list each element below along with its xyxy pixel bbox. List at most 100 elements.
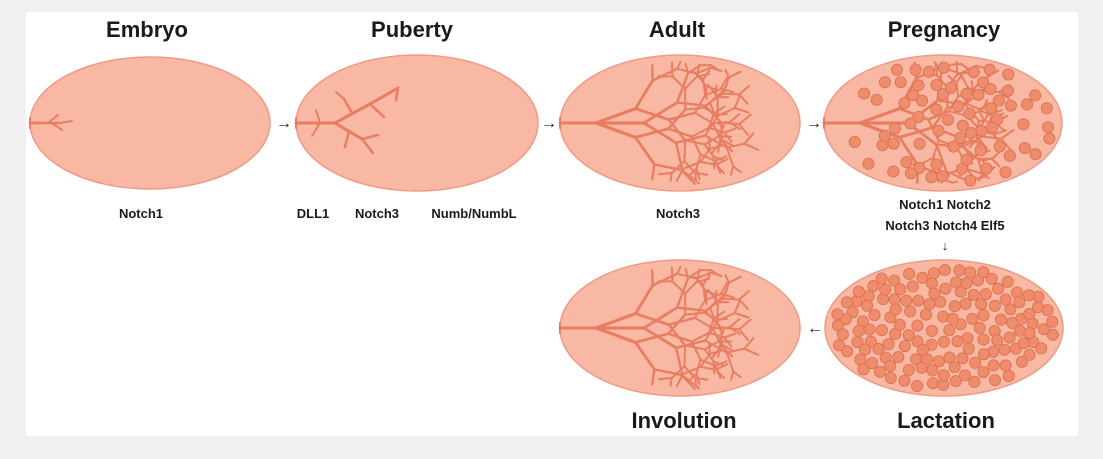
- alveolus: [974, 322, 985, 333]
- alveolus: [942, 114, 953, 125]
- alveolus: [967, 313, 978, 324]
- duct-branch: [953, 182, 957, 183]
- alveolus: [834, 340, 845, 351]
- alveolus: [966, 127, 977, 138]
- alveolus: [868, 280, 879, 291]
- duct-branch: [652, 66, 653, 81]
- alveolus: [1003, 370, 1014, 381]
- alveolus: [976, 299, 987, 310]
- alveolus: [1042, 305, 1053, 316]
- alveolus: [885, 372, 896, 383]
- alveolus: [1030, 90, 1041, 101]
- alveolus: [888, 166, 899, 177]
- alveolus: [923, 66, 934, 77]
- puberty-marker-notch3: Notch3: [355, 206, 399, 221]
- alveolus: [994, 141, 1005, 152]
- alveolus: [927, 378, 938, 389]
- alveolus: [1003, 69, 1014, 80]
- arrow-puberty-to-adult: →: [541, 115, 557, 132]
- alveolus: [947, 313, 958, 324]
- alveolus: [949, 301, 960, 312]
- alveolus: [1018, 338, 1029, 349]
- alveolus: [976, 125, 987, 136]
- alveolus: [964, 267, 975, 278]
- alveolus: [889, 123, 900, 134]
- alveolus: [1041, 103, 1052, 114]
- duct-branch: [951, 64, 961, 65]
- alveolus: [1024, 308, 1035, 319]
- duct-branch: [723, 299, 739, 300]
- alveolus: [954, 265, 965, 276]
- alveolus: [933, 125, 944, 136]
- pregnancy-markers-line2: Notch3 Notch4 Elf5: [885, 218, 1004, 233]
- embryo-title: Embryo: [106, 17, 188, 42]
- alveolus: [953, 101, 964, 112]
- duct-branch: [684, 140, 685, 161]
- alveolus: [986, 122, 997, 133]
- duct-branch: [695, 173, 696, 180]
- alveolus: [890, 304, 901, 315]
- alveolus: [928, 268, 939, 279]
- alveolus: [1044, 133, 1055, 144]
- alveolus: [905, 168, 916, 179]
- pregnancy-gland: [824, 55, 1062, 191]
- alveolus: [939, 264, 950, 275]
- embryo-marker-notch1: Notch1: [119, 206, 163, 221]
- adult-title: Adult: [649, 17, 706, 42]
- alveolus: [1024, 349, 1035, 360]
- alveolus: [938, 370, 949, 381]
- alveolus: [908, 90, 919, 101]
- duct-branch: [684, 345, 685, 366]
- alveolus: [924, 298, 935, 309]
- alveolus: [992, 335, 1003, 346]
- alveolus: [968, 67, 979, 78]
- alveolus: [885, 360, 896, 371]
- alveolus: [1023, 290, 1034, 301]
- alveolus: [952, 336, 963, 347]
- alveolus: [879, 77, 890, 88]
- alveolus: [920, 309, 931, 320]
- alveolus: [1043, 122, 1054, 133]
- involution-title: Involution: [631, 408, 736, 433]
- alveolus: [1038, 324, 1049, 335]
- alveolus: [978, 349, 989, 360]
- alveolus: [951, 277, 962, 288]
- duct-branch: [714, 361, 715, 373]
- duct-branch: [671, 378, 672, 386]
- alveolus: [938, 62, 949, 73]
- pregnancy-markers-line1: Notch1 Notch2: [899, 197, 991, 212]
- alveolus: [989, 300, 1000, 311]
- alveolus: [959, 370, 970, 381]
- alveolus: [907, 281, 918, 292]
- alveolus: [929, 288, 940, 299]
- alveolus: [1018, 119, 1029, 130]
- alveolus: [888, 138, 899, 149]
- puberty-marker-numb: Numb/NumbL: [431, 206, 516, 221]
- alveolus: [981, 163, 992, 174]
- alveolus: [914, 138, 925, 149]
- alveolus: [1002, 276, 1013, 287]
- alveolus: [891, 64, 902, 75]
- puberty-marker-dll1: DLL1: [297, 206, 330, 221]
- alveolus: [1014, 297, 1025, 308]
- alveolus: [978, 367, 989, 378]
- duct-branch: [719, 341, 731, 342]
- alveolus: [1004, 332, 1015, 343]
- duct-branch: [721, 328, 722, 346]
- alveolus: [910, 64, 921, 75]
- alveolus: [894, 319, 905, 330]
- alveolus: [978, 267, 989, 278]
- alveolus: [876, 325, 887, 336]
- alveolus: [1002, 85, 1013, 96]
- alveolus: [899, 375, 910, 386]
- alveolus: [961, 277, 972, 288]
- alveolus: [1000, 167, 1011, 178]
- alveolus: [889, 294, 900, 305]
- alveolus: [1004, 150, 1015, 161]
- alveolus: [895, 284, 906, 295]
- alveolus: [1000, 294, 1011, 305]
- alveolus: [863, 158, 874, 169]
- alveolus: [965, 175, 976, 186]
- alveolus: [1022, 99, 1033, 110]
